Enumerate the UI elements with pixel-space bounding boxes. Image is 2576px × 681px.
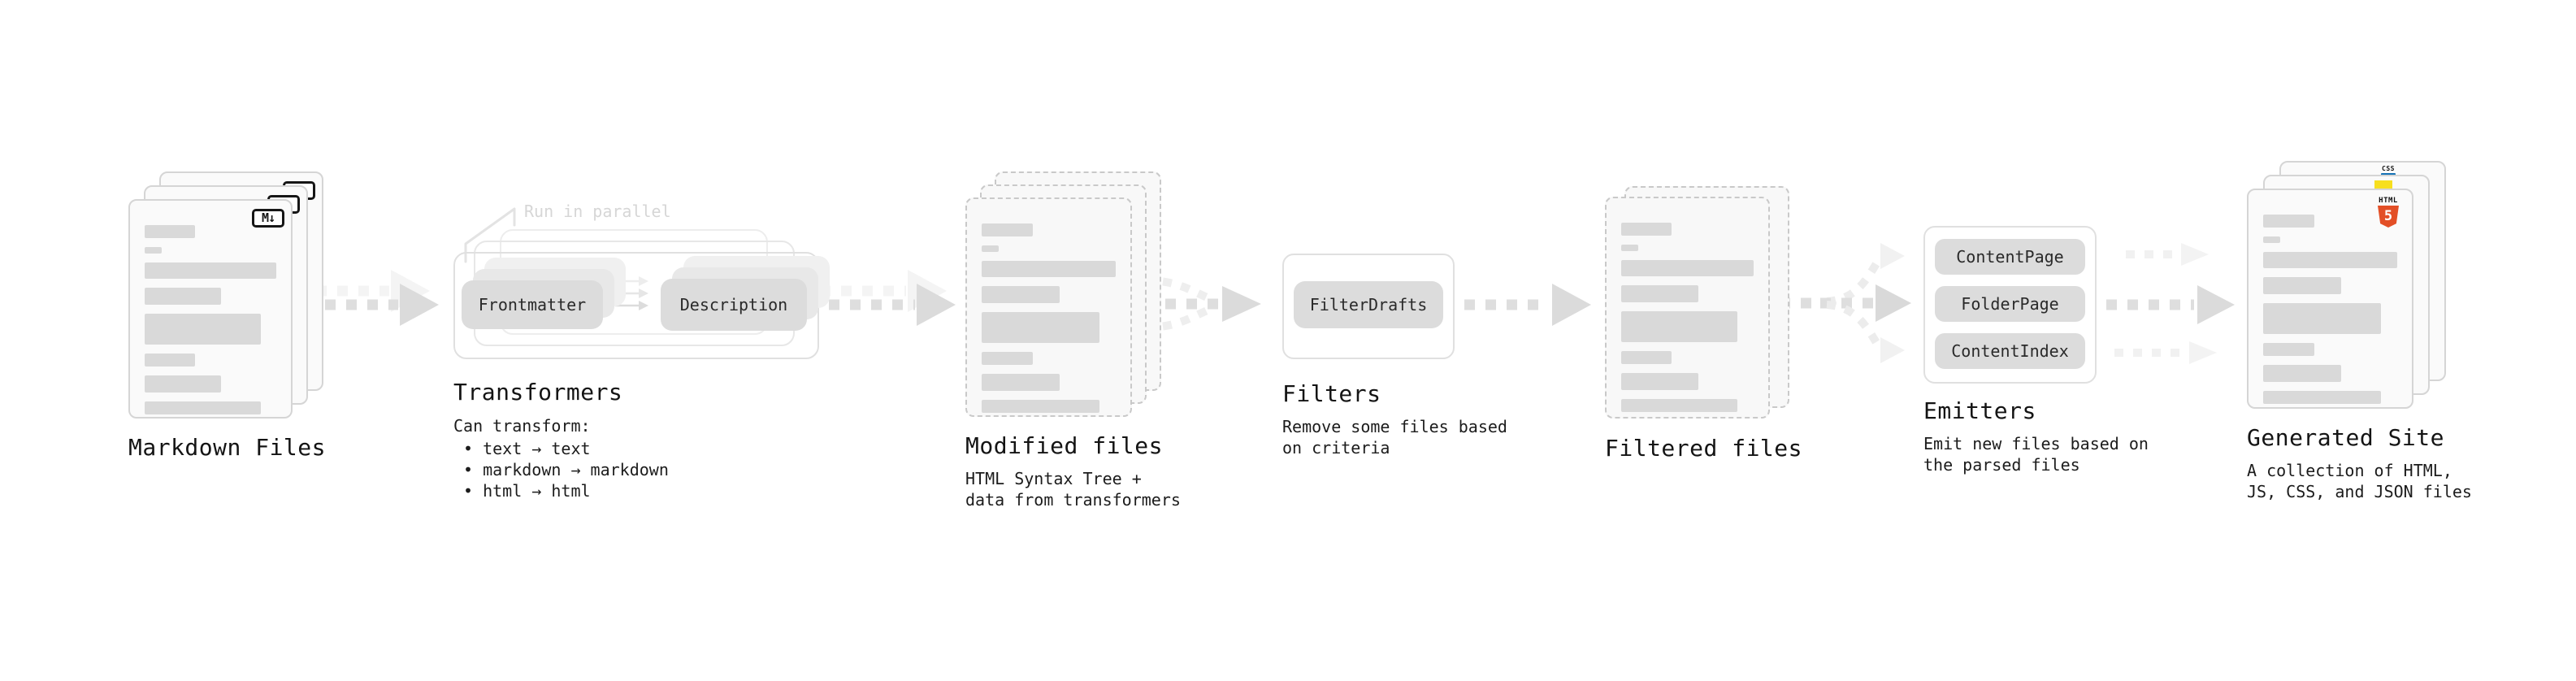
doc-text-bar bbox=[145, 225, 195, 238]
doc-text-bar bbox=[1621, 260, 1754, 276]
doc-text-bar bbox=[1621, 223, 1672, 236]
doc-text-bar bbox=[2263, 252, 2397, 268]
doc-text-bar bbox=[145, 314, 261, 345]
site-file-card-front: HTML 5 bbox=[2247, 189, 2413, 409]
doc-text-bar bbox=[145, 354, 195, 367]
transformers-bullet: • html → html bbox=[463, 481, 591, 501]
modified-files-label: Modified files bbox=[965, 432, 1164, 459]
doc-text-bar bbox=[982, 312, 1100, 343]
markdown-icon: M↓ bbox=[252, 209, 284, 228]
css-file-icon: CSS bbox=[2378, 166, 2399, 176]
css-icon-underline bbox=[2381, 173, 2396, 176]
description-pill: Description bbox=[661, 279, 807, 331]
doc-text-bar bbox=[145, 262, 276, 279]
doc-text-bar bbox=[982, 374, 1060, 391]
desc-line: A collection of HTML, bbox=[2247, 461, 2452, 480]
doc-text-bar bbox=[145, 288, 221, 305]
doc-text-bar bbox=[145, 247, 163, 254]
doc-text-bar bbox=[982, 286, 1060, 303]
transformers-bullet: • text → text bbox=[463, 439, 591, 458]
frontmatter-pill: Frontmatter bbox=[462, 280, 603, 329]
doc-text-bar bbox=[1621, 399, 1738, 412]
arrow-filters-to-filtered bbox=[1464, 284, 1591, 326]
filtered-file-card-front bbox=[1605, 197, 1770, 419]
generated-site-label: Generated Site bbox=[2247, 424, 2445, 451]
folderpage-pill: FolderPage bbox=[1935, 286, 2085, 322]
arrow-filtered-to-emitters-fan-out bbox=[1780, 243, 1911, 363]
markdown-files-label: Markdown Files bbox=[128, 434, 327, 461]
doc-text-placeholder bbox=[145, 225, 276, 423]
doc-text-bar bbox=[145, 401, 261, 414]
html5-icon: HTML 5 bbox=[2374, 197, 2402, 228]
doc-text-placeholder bbox=[2263, 215, 2397, 413]
doc-text-bar bbox=[2263, 343, 2314, 356]
filters-desc: Remove some files based on criteria bbox=[1282, 416, 1507, 458]
doc-text-bar bbox=[2263, 236, 2281, 243]
generated-site-desc: A collection of HTML, JS, CSS, and JSON … bbox=[2247, 460, 2472, 502]
doc-text-bar bbox=[2263, 277, 2341, 294]
arrow-transformers-to-modified bbox=[820, 270, 956, 326]
filtered-files-label: Filtered files bbox=[1605, 435, 1803, 462]
desc-line: on criteria bbox=[1282, 438, 1390, 458]
doc-text-bar bbox=[2263, 215, 2314, 228]
desc-line: data from transformers bbox=[965, 490, 1181, 510]
doc-text-bar bbox=[982, 261, 1116, 277]
transformers-bullet: • markdown → markdown bbox=[463, 460, 669, 479]
arrow-modified-to-filters-fan-in bbox=[1143, 276, 1261, 332]
desc-line: Remove some files based bbox=[1282, 417, 1507, 436]
markdown-file-card-front: M↓ bbox=[128, 199, 293, 419]
desc-line: JS, CSS, and JSON files bbox=[2247, 482, 2472, 501]
doc-text-bar bbox=[1621, 311, 1738, 342]
run-in-parallel-annotation: Run in parallel bbox=[524, 202, 671, 221]
doc-text-bar bbox=[2263, 303, 2382, 334]
filters-box bbox=[1282, 254, 1455, 359]
doc-text-bar bbox=[982, 223, 1033, 236]
doc-text-bar bbox=[982, 400, 1100, 413]
doc-text-bar bbox=[982, 245, 1000, 252]
contentindex-pill: ContentIndex bbox=[1935, 333, 2085, 369]
doc-text-bar bbox=[2263, 391, 2382, 404]
arrow-ghost bbox=[820, 270, 947, 312]
html5-icon-label: HTML bbox=[2379, 197, 2398, 205]
desc-line: the parsed files bbox=[1923, 455, 2080, 475]
html5-icon-shield: 5 bbox=[2378, 206, 2399, 228]
doc-text-placeholder bbox=[1621, 223, 1754, 421]
desc-line: HTML Syntax Tree + bbox=[965, 469, 1142, 488]
doc-text-bar bbox=[982, 352, 1033, 365]
doc-text-bar bbox=[145, 375, 221, 393]
modified-file-card-front bbox=[965, 197, 1132, 417]
emitters-box bbox=[1923, 226, 2097, 384]
doc-text-bar bbox=[2263, 365, 2341, 382]
doc-text-bar bbox=[1621, 351, 1672, 364]
transformers-label: Transformers bbox=[453, 379, 623, 406]
modified-files-desc: HTML Syntax Tree + data from transformer… bbox=[965, 468, 1181, 510]
doc-text-bar bbox=[1621, 285, 1698, 302]
filterdrafts-pill: FilterDrafts bbox=[1294, 281, 1443, 328]
filters-label: Filters bbox=[1282, 380, 1381, 407]
js-file-icon bbox=[2374, 180, 2392, 189]
desc-line: Emit new files based on bbox=[1923, 434, 2149, 453]
doc-text-bar bbox=[1621, 373, 1698, 390]
css-icon-label: CSS bbox=[2382, 165, 2395, 172]
doc-text-placeholder bbox=[982, 223, 1116, 422]
emitters-desc: Emit new files based on the parsed files bbox=[1923, 433, 2149, 475]
doc-text-bar bbox=[1621, 245, 1639, 251]
contentpage-pill: ContentPage bbox=[1935, 239, 2085, 275]
emitters-label: Emitters bbox=[1923, 397, 2036, 424]
transformers-desc-title: Can transform: bbox=[453, 416, 591, 436]
arrow-emitters-to-site bbox=[2106, 243, 2235, 364]
